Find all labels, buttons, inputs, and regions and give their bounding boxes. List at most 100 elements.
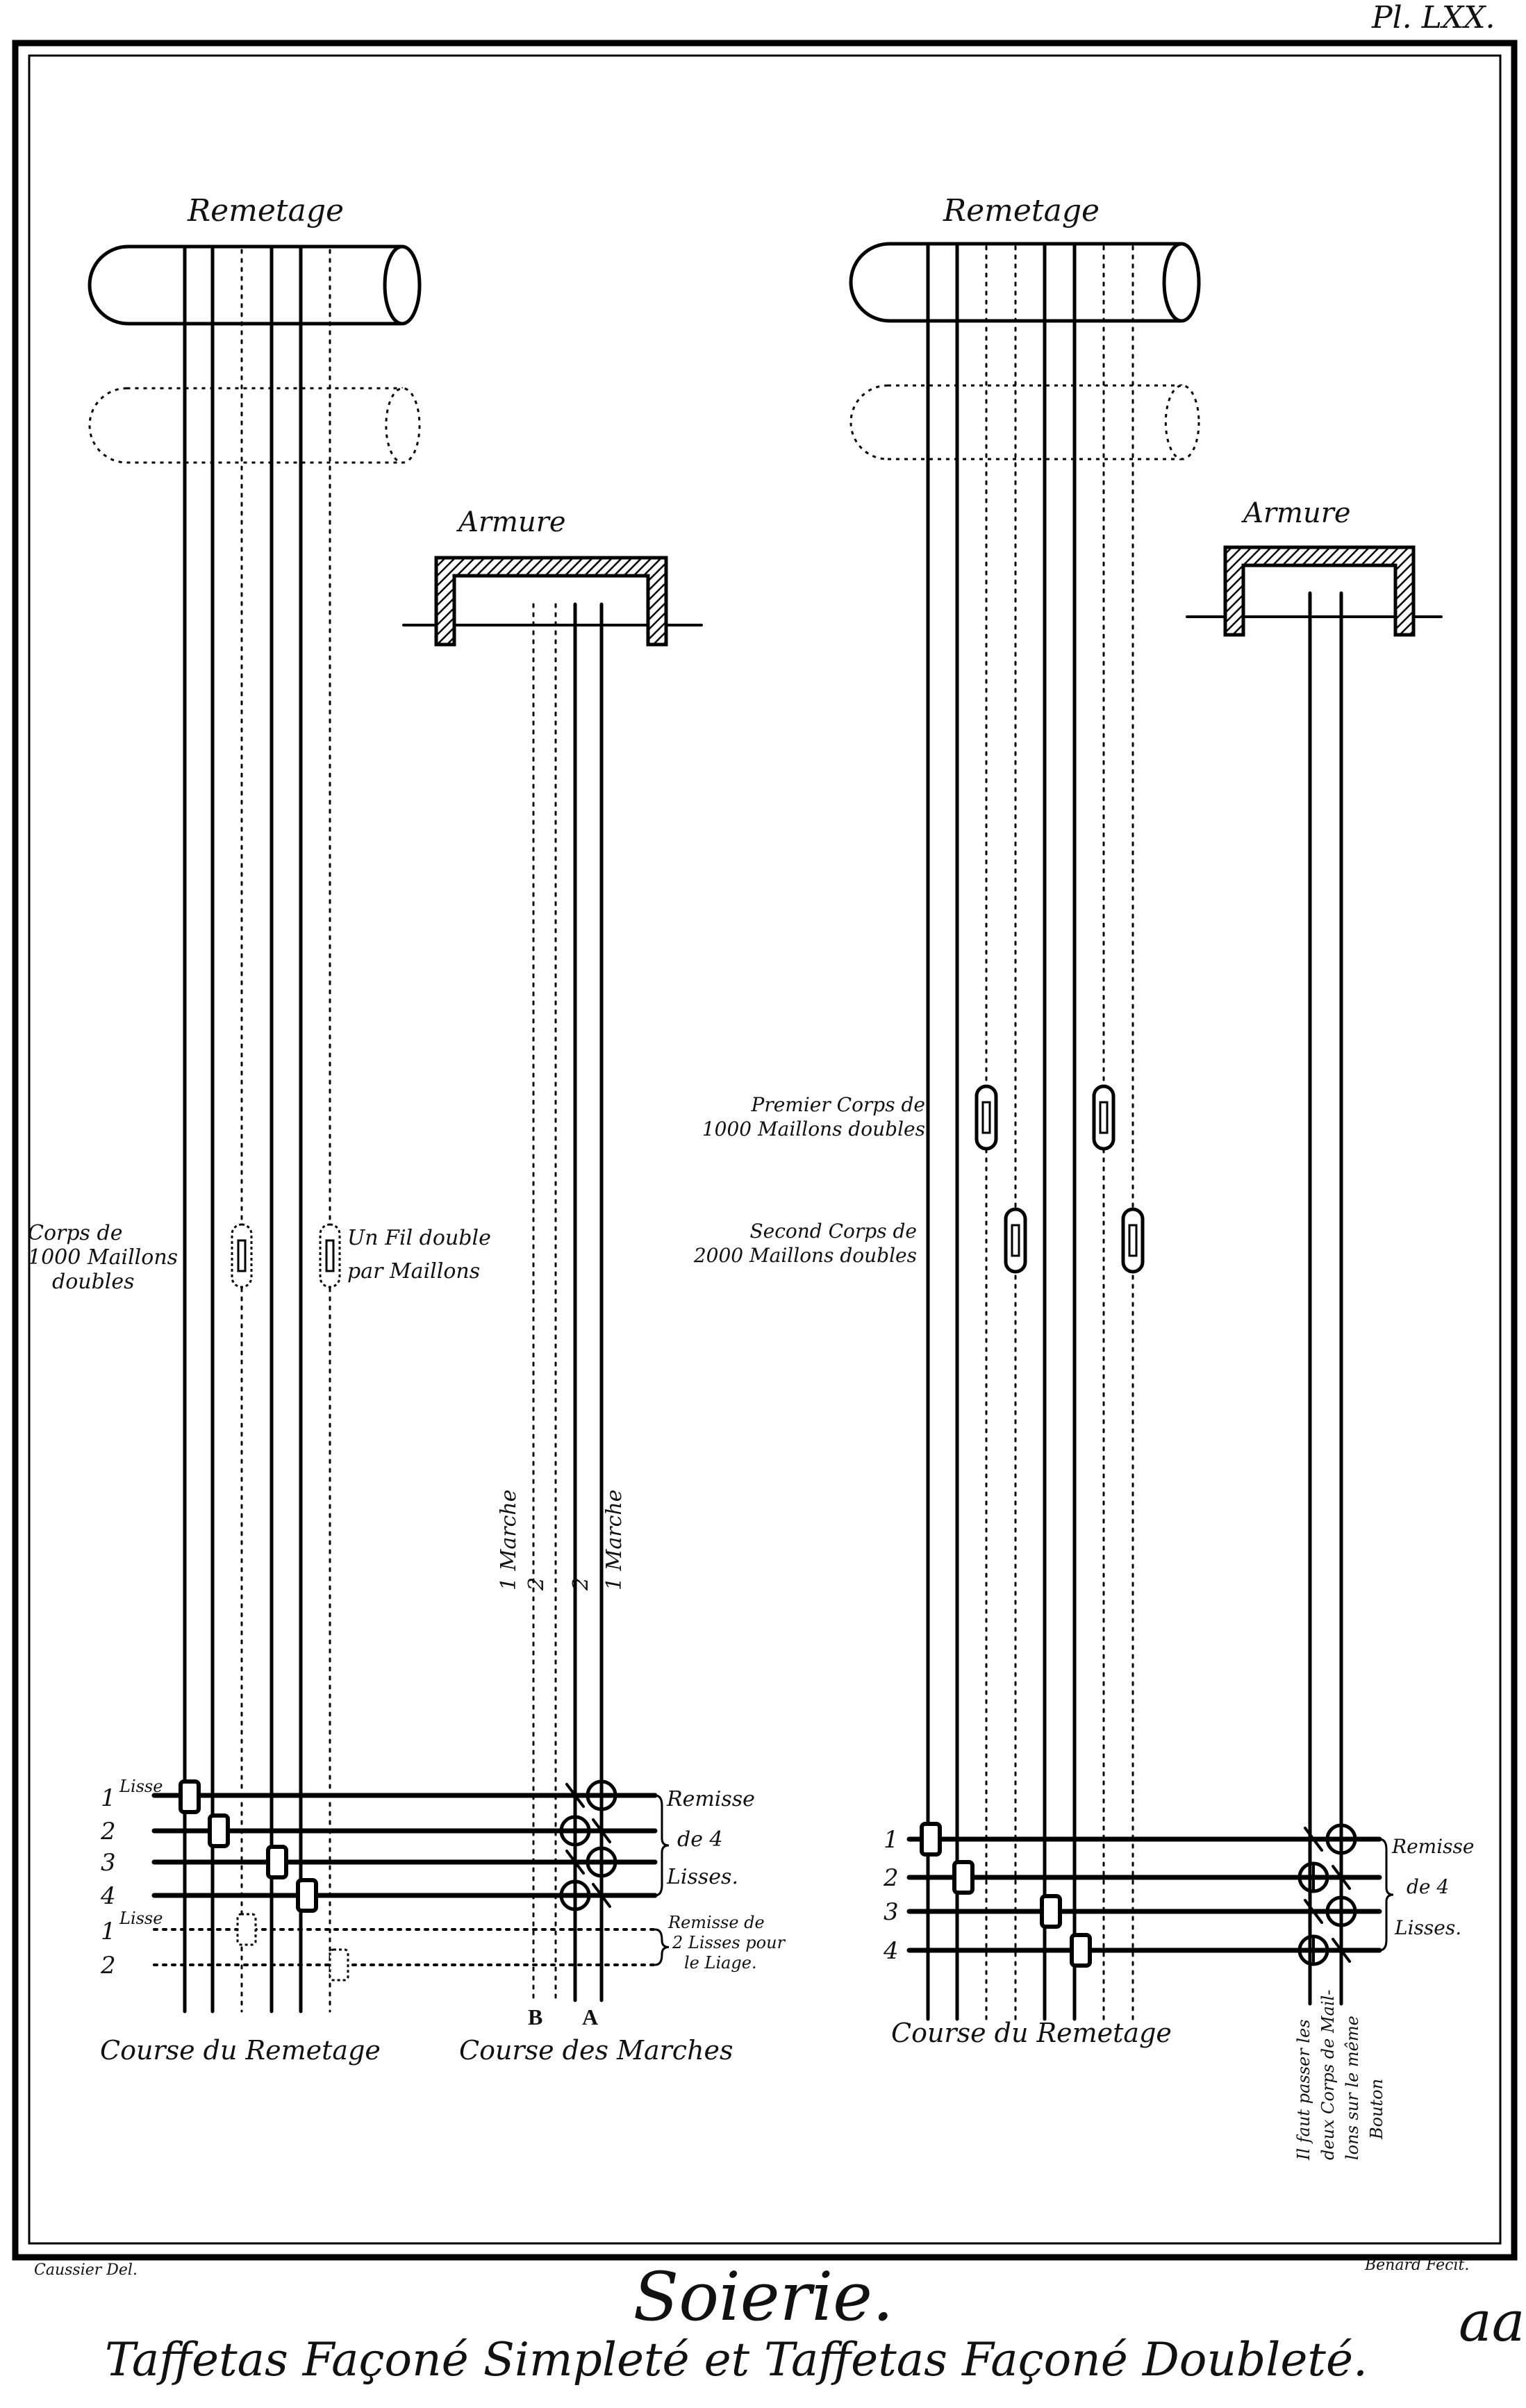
letter-a: A [582, 2004, 598, 2029]
lisse-number: 3 [101, 1849, 116, 1877]
right-note: Il faut passer les deux Corps de Mail- l… [1294, 1990, 1386, 2161]
crossing-mark [1304, 1827, 1323, 1852]
lisse-number: 4 [883, 1937, 899, 1965]
remisse-line: de 4 [677, 1827, 723, 1852]
crossing-mark [1332, 1865, 1351, 1890]
second-corps-label: Second Corps de 2000 Maillons doubles [693, 1220, 917, 1267]
maillon-eye [1128, 1224, 1138, 1257]
remisse-brace [654, 1794, 670, 1897]
lisse-number: 1 [884, 1826, 899, 1854]
remisse-line: Remisse de [667, 1913, 765, 1932]
plate-number: Pl. LXX. [1371, 0, 1495, 35]
diagram-drawing [88, 242, 1443, 2021]
right-remisse-4-label: Remisse de 4 Lisses. [1391, 1835, 1474, 1939]
inner-frame [28, 54, 1502, 2245]
lisse-number: 4 [100, 1882, 116, 1910]
fil-label-line: Un Fil double [347, 1226, 491, 1250]
maillon [1004, 1207, 1027, 1274]
maillon-dotted-eye [325, 1239, 335, 1272]
remetage-roller [88, 244, 403, 326]
marche-label: 2 [569, 1577, 593, 1591]
maillon-dotted [231, 1223, 253, 1288]
corps-label-line: doubles [52, 1270, 135, 1294]
corps-label-line: 1000 Maillons [28, 1245, 178, 1270]
plate-title: Soierie. [633, 2258, 894, 2336]
marche-label: 1 Marche [497, 1490, 521, 1591]
maillon-eye [1099, 1101, 1109, 1134]
crossing-mark [1332, 1938, 1351, 1963]
remisse-line: Lisses. [666, 1865, 738, 1889]
remisse-line: de 4 [1407, 1875, 1449, 1898]
lisse-number: 1 [101, 1784, 116, 1812]
draftsman-credit: Caussier Del. [34, 2261, 138, 2279]
heddle [179, 1779, 201, 1814]
plate-subtitle: Taffetas Façoné Simpleté et Taffetas Faç… [105, 2333, 1368, 2386]
crossing-mark [592, 1883, 611, 1908]
left-lisse-numbers: 1 2 3 4 1 2 Lisse Lisse [100, 1777, 163, 1979]
lisse-number: 1 [101, 1918, 116, 1945]
fil-label-line: par Maillons [347, 1259, 480, 1284]
left-armure-title: Armure [456, 506, 566, 538]
outer-frame [12, 40, 1518, 2261]
heddle [952, 1860, 975, 1895]
lisse-number: 2 [100, 1952, 116, 1979]
heddle [266, 1845, 288, 1879]
armure-frame [1223, 545, 1416, 637]
right-armure-title: Armure [1241, 497, 1351, 529]
remetage-roller-dotted [88, 387, 403, 464]
heddle [1070, 1933, 1092, 1968]
corps-label: Corps de 1000 Maillons doubles [28, 1221, 178, 1294]
maillon-dotted-eye [237, 1239, 247, 1272]
maillon-eye [1011, 1224, 1020, 1257]
letter-b: B [528, 2004, 542, 2029]
right-remetage-title: Remetage [943, 193, 1100, 229]
lisse-word: Lisse [119, 1777, 163, 1796]
remetage-roller-dotted-end [1164, 384, 1200, 460]
lisse-number: 3 [884, 1898, 899, 1926]
note-line: Bouton [1367, 2079, 1386, 2140]
marche-label: 1 Marche [602, 1490, 627, 1591]
remisse-line: Remisse [666, 1787, 755, 1811]
heddle-dotted [329, 1948, 349, 1982]
second-corps-line: 2000 Maillons doubles [693, 1244, 917, 1267]
remetage-roller-end [383, 244, 422, 326]
remisse-line: Lisses. [1394, 1916, 1461, 1939]
marche-label: 2 [524, 1577, 549, 1591]
left-remisse-2-label: Remisse de 2 Lisses pour le Liage. [667, 1913, 786, 1973]
note-line: lons sur le même [1343, 2016, 1362, 2160]
crossing-mark [1304, 1899, 1323, 1924]
heddle [920, 1822, 942, 1857]
heddle [208, 1813, 230, 1848]
left-course-remetage: Course du Remetage [100, 2035, 381, 2066]
right-lisse-numbers: 1 2 3 4 [883, 1826, 899, 1965]
left-remisse-4-label: Remisse de 4 Lisses. [666, 1787, 755, 1889]
maillon [1092, 1084, 1116, 1151]
lisse-number: 2 [883, 1864, 899, 1892]
remisse-brace [654, 1928, 670, 1966]
remisse-line: Remisse [1391, 1835, 1474, 1858]
armure-frame [434, 556, 668, 647]
remisse-line: le Liage. [684, 1953, 757, 1973]
remetage-roller-end [1162, 242, 1201, 323]
note-line: Il faut passer les [1294, 2019, 1313, 2161]
maillon [1121, 1207, 1145, 1274]
right-course-remetage: Course du Remetage [891, 2018, 1172, 2048]
crossing-mark [565, 1850, 585, 1875]
left-course-marches: Course des Marches [459, 2035, 733, 2066]
premier-corps-line: Premier Corps de [750, 1093, 925, 1116]
crossing-mark [592, 1818, 611, 1843]
signature-mark: aa [1459, 2289, 1525, 2354]
premier-corps-line: 1000 Maillons doubles [702, 1118, 925, 1140]
maillon-dotted [319, 1223, 341, 1288]
second-corps-line: Second Corps de [749, 1220, 917, 1243]
maillon [975, 1084, 998, 1151]
lisse-number: 2 [100, 1818, 116, 1845]
engraver-credit: Benard Fecit. [1364, 2257, 1469, 2274]
remetage-roller-dotted-end [385, 387, 421, 464]
marche-labels: 1 Marche 2 2 1 Marche [497, 1490, 627, 1591]
fil-label: Un Fil double par Maillons [347, 1226, 491, 1284]
note-line: deux Corps de Mail- [1318, 1990, 1338, 2160]
maillon-eye [981, 1101, 991, 1134]
remisse-line: 2 Lisses pour [672, 1933, 786, 1952]
